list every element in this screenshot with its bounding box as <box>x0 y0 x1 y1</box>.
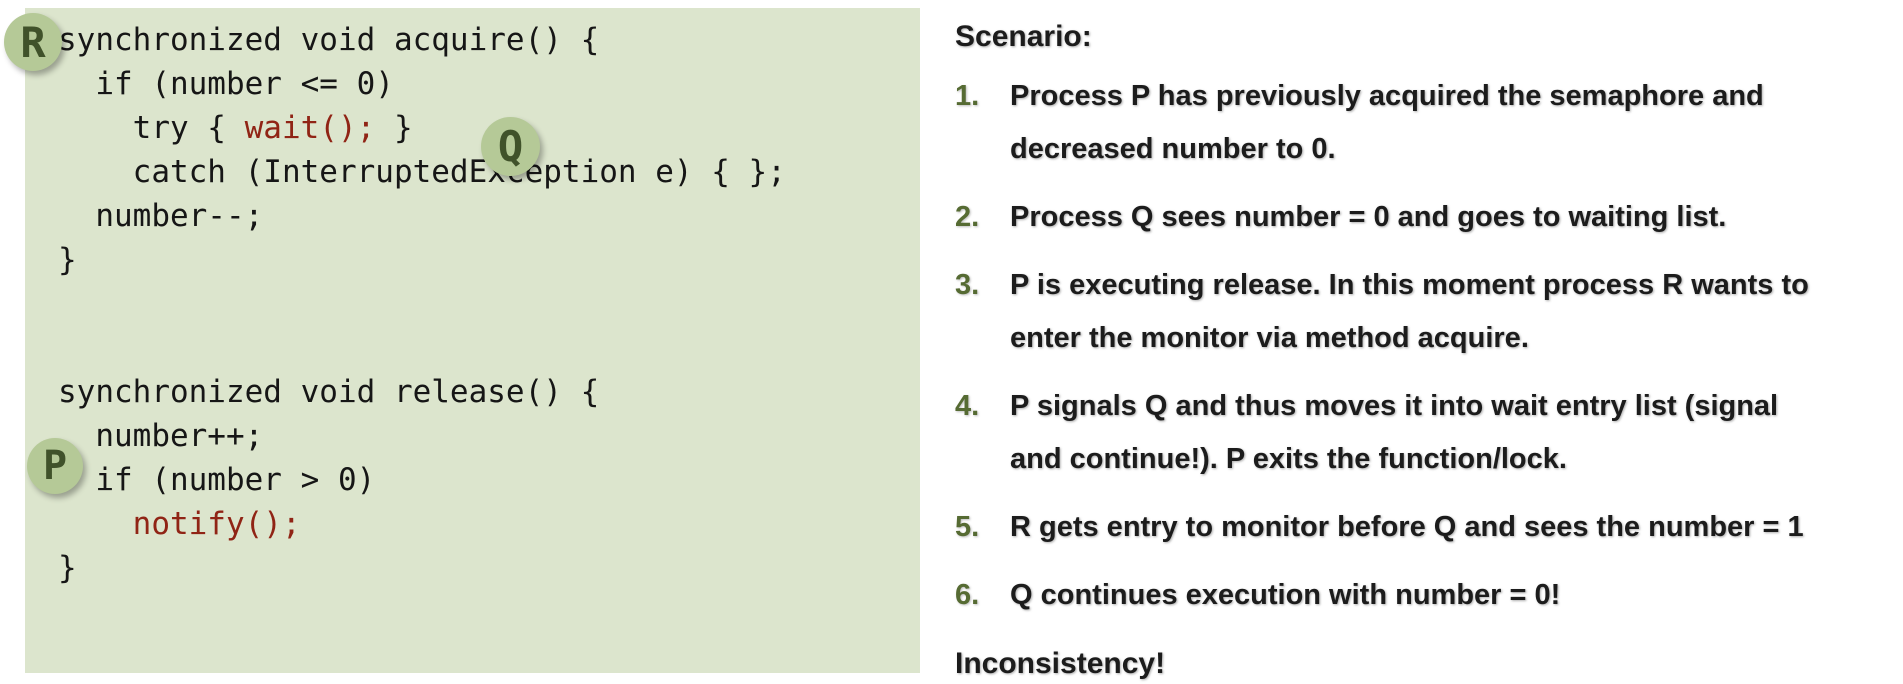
scenario-item: 5. R gets entry to monitor before Q and … <box>955 501 1885 554</box>
scenario-list: 1. Process P has previously acquired the… <box>955 70 1885 622</box>
wait-call-highlight: wait(); <box>244 110 376 146</box>
scenario-item: 3. P is executing release. In this momen… <box>955 259 1885 365</box>
scenario-item: 6. Q continues execution with number = 0… <box>955 569 1885 622</box>
process-badge-q-label: Q <box>497 122 524 171</box>
process-badge-p: P <box>27 438 83 494</box>
scenario-item-number: 4. <box>955 390 980 422</box>
scenario-item-number: 3. <box>955 269 980 301</box>
scenario-item-text: Process Q sees number = 0 and goes to wa… <box>1010 201 1727 233</box>
java-code: synchronized void acquire() { if (number… <box>25 8 920 590</box>
scenario-item: 2. Process Q sees number = 0 and goes to… <box>955 191 1885 244</box>
code-panel: synchronized void acquire() { if (number… <box>25 8 920 673</box>
code-segment-end: } <box>58 550 77 586</box>
scenario-item: 4. P signals Q and thus moves it into wa… <box>955 380 1885 486</box>
scenario-item: 1. Process P has previously acquired the… <box>955 70 1885 176</box>
scenario-item-text: R gets entry to monitor before Q and see… <box>1010 511 1804 543</box>
code-segment-middle: } catch (InterruptedException e) { }; nu… <box>58 110 786 498</box>
scenario-item-number: 6. <box>955 579 980 611</box>
scenario-item-text: P is executing release. In this moment p… <box>1010 269 1809 354</box>
process-badge-r: R <box>4 13 62 71</box>
scenario-title: Scenario: <box>955 20 1092 53</box>
process-badge-p-label: P <box>42 443 68 489</box>
code-segment-acquire: synchronized void acquire() { if (number… <box>58 22 600 146</box>
scenario-item-number: 5. <box>955 511 980 543</box>
process-badge-q: Q <box>481 117 540 176</box>
process-badge-r-label: R <box>20 17 46 67</box>
scenario-panel: Scenario: 1. Process P has previously ac… <box>955 20 1885 684</box>
scenario-item-text: Process P has previously acquired the se… <box>1010 80 1764 165</box>
scenario-item-text: Q continues execution with number = 0! <box>1010 579 1561 611</box>
notify-call-highlight: notify(); <box>132 506 301 542</box>
inconsistency-note: Inconsistency! <box>955 647 1166 680</box>
scenario-item-number: 2. <box>955 201 980 233</box>
scenario-item-text: P signals Q and thus moves it into wait … <box>1010 390 1779 475</box>
scenario-item-number: 1. <box>955 80 980 112</box>
